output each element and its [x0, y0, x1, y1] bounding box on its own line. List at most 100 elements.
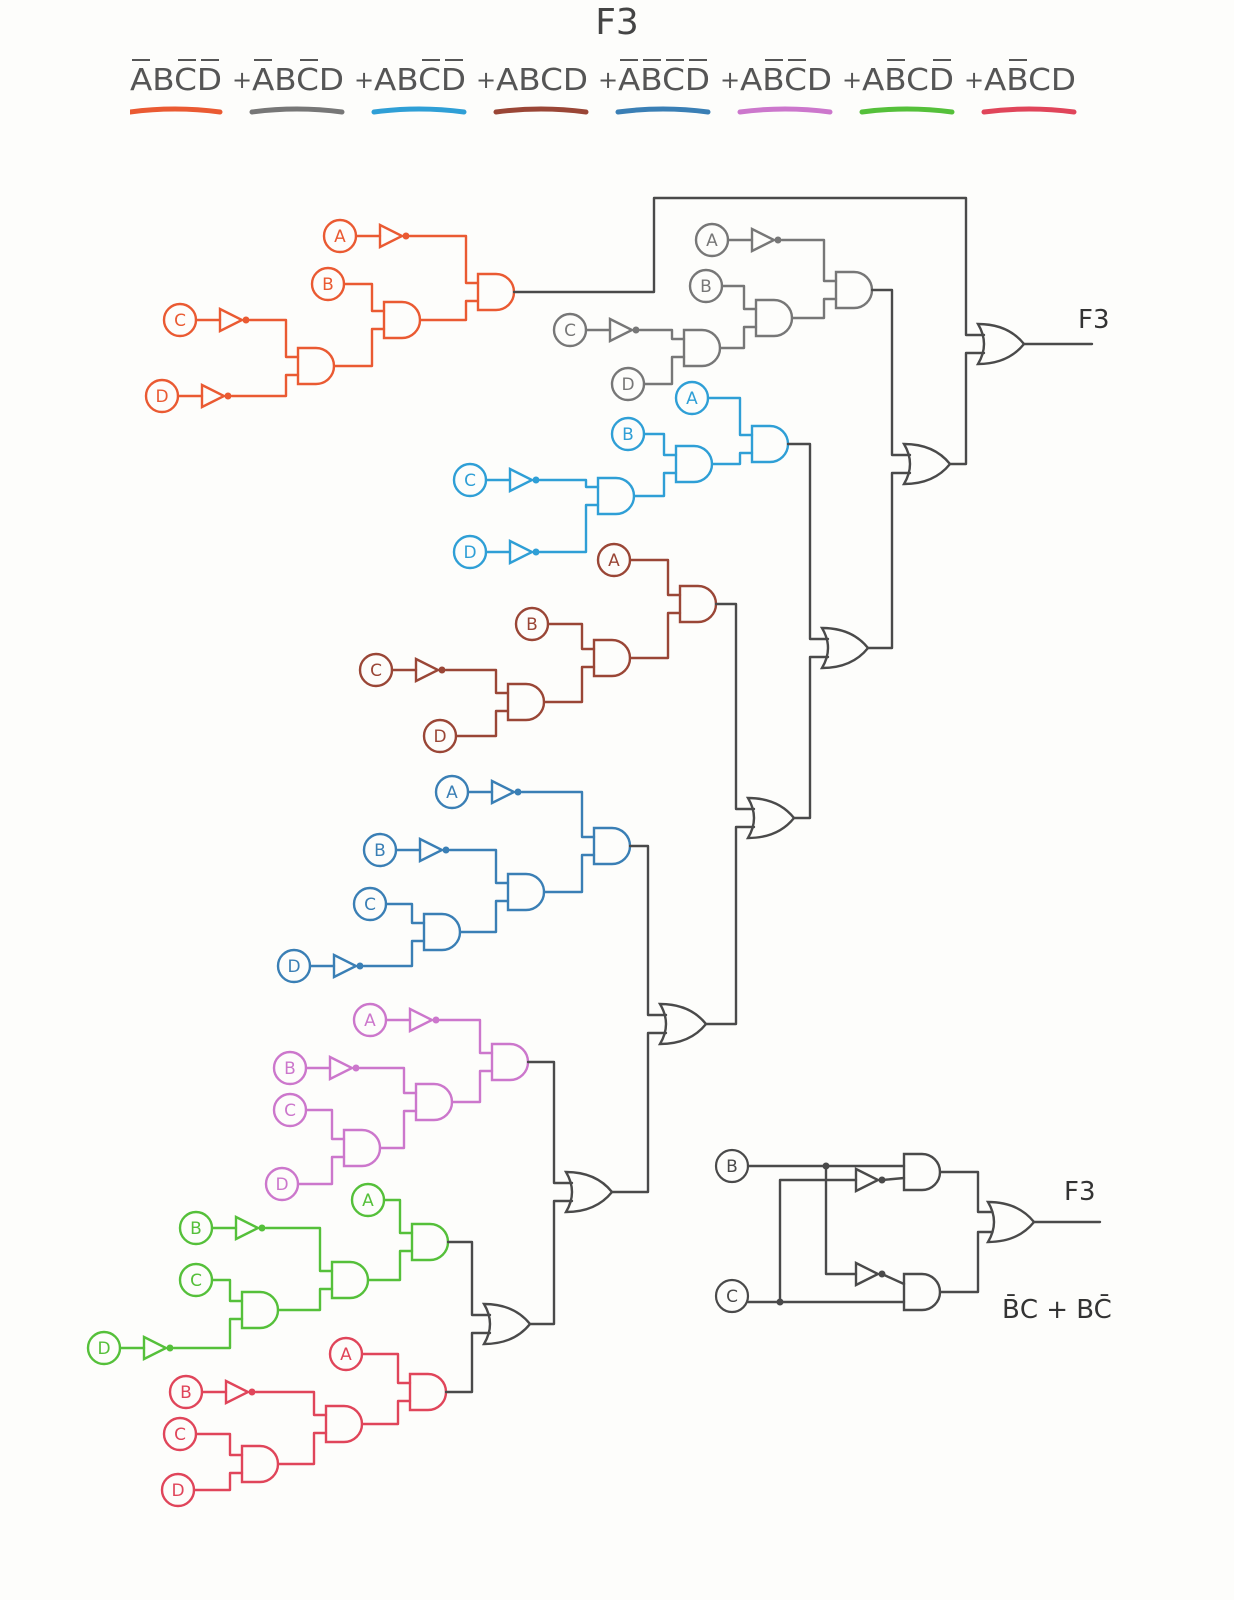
not-gate-body	[218, 307, 245, 333]
input-a: A	[596, 542, 632, 578]
wire	[538, 478, 600, 489]
plus-sign: +	[476, 66, 496, 94]
input-c: C	[162, 1416, 198, 1452]
input-label: B	[374, 841, 386, 861]
input-label: D	[463, 543, 476, 563]
input-b: B	[514, 606, 550, 642]
input-label: C	[284, 1101, 296, 1121]
input-label: C	[564, 321, 576, 341]
and-gate	[476, 272, 516, 312]
wire	[542, 853, 596, 894]
not-gate-bubble	[632, 326, 640, 334]
input-label: D	[287, 957, 300, 977]
input-label: B	[526, 615, 538, 635]
not-gate-bubble	[258, 1224, 266, 1232]
input-c: C	[272, 1092, 308, 1128]
input-a: A	[434, 774, 470, 810]
wire	[714, 602, 756, 811]
and-gate	[754, 298, 794, 338]
input-label: C	[464, 471, 476, 491]
input-b: B	[168, 1374, 204, 1410]
input-label: B	[190, 1219, 202, 1239]
plus-sign: +	[354, 66, 374, 94]
and-gate	[240, 1444, 280, 1484]
wire	[378, 1109, 418, 1150]
wire	[444, 668, 510, 695]
term-underline	[981, 106, 1077, 115]
input-label: B	[180, 1383, 192, 1403]
not-gate	[608, 317, 640, 343]
input-label: C	[364, 895, 376, 915]
not-gate	[508, 539, 540, 565]
plus-sign: +	[598, 66, 618, 94]
wire	[512, 196, 986, 337]
and-gate	[240, 1290, 280, 1330]
wire	[870, 288, 912, 457]
term-text: ABCD	[130, 63, 222, 98]
not-gate-body	[414, 657, 441, 683]
wire	[786, 442, 830, 641]
not-gate	[508, 467, 540, 493]
wire	[438, 1018, 494, 1055]
expression-term: ABCD	[249, 59, 345, 115]
not-gate-body	[490, 779, 517, 805]
and-gate	[834, 270, 874, 310]
input-label: B	[622, 425, 634, 445]
input-d: D	[452, 534, 488, 570]
wire	[248, 318, 300, 359]
not-gate-bubble	[224, 392, 232, 400]
not-gate	[224, 1379, 256, 1405]
input-d: D	[276, 948, 312, 984]
wire	[304, 1108, 346, 1141]
input-label: C	[370, 661, 382, 681]
wire	[938, 1230, 994, 1294]
not-gate-body	[854, 1167, 881, 1193]
not-gate-bubble	[166, 1344, 174, 1352]
not-gate	[142, 1335, 174, 1361]
not-gate	[750, 227, 782, 253]
term-text: ABCD	[252, 63, 344, 98]
expression-term: ABCD	[981, 59, 1077, 115]
input-c: C	[352, 886, 388, 922]
wire	[632, 471, 678, 498]
wire	[880, 1272, 906, 1286]
wire	[642, 355, 686, 386]
simplified-expression: B̄C + BC̄	[1002, 1293, 1112, 1325]
input-label: B	[700, 277, 712, 297]
not-gate	[328, 1055, 360, 1081]
simplified-input-c-circle	[714, 1278, 750, 1314]
input-label: A	[362, 1191, 374, 1211]
not-gate-bubble	[356, 962, 364, 970]
or-gate	[819, 626, 870, 670]
input-a: A	[322, 218, 358, 254]
not-gate-body	[142, 1335, 169, 1361]
input-a: A	[328, 1336, 364, 1372]
input-label: A	[340, 1345, 352, 1365]
term-text: ABCD	[984, 63, 1076, 98]
input-d: D	[264, 1166, 300, 1202]
wire	[824, 1164, 858, 1276]
wire	[418, 299, 480, 322]
not-gate-body	[508, 539, 535, 565]
or-gate	[901, 442, 952, 486]
not-gate	[332, 953, 364, 979]
not-gate-bubble	[532, 548, 540, 556]
input-d: D	[422, 718, 458, 754]
input-d: D	[160, 1472, 196, 1508]
expression-term: ABCD	[371, 59, 467, 115]
input-d: D	[610, 366, 646, 402]
input-label: C	[174, 311, 186, 331]
wire	[542, 665, 596, 704]
not-gate-body	[854, 1261, 881, 1287]
input-a: A	[674, 380, 710, 416]
wire	[194, 1432, 244, 1457]
term-underline	[130, 106, 223, 115]
wire	[538, 503, 600, 554]
input-label: A	[686, 389, 698, 409]
or-gate	[745, 796, 796, 840]
input-label: C	[190, 1271, 202, 1291]
not-gate-bubble	[442, 846, 450, 854]
input-b: B	[688, 268, 724, 304]
and-gate	[592, 638, 632, 678]
and-gate	[490, 1042, 530, 1082]
